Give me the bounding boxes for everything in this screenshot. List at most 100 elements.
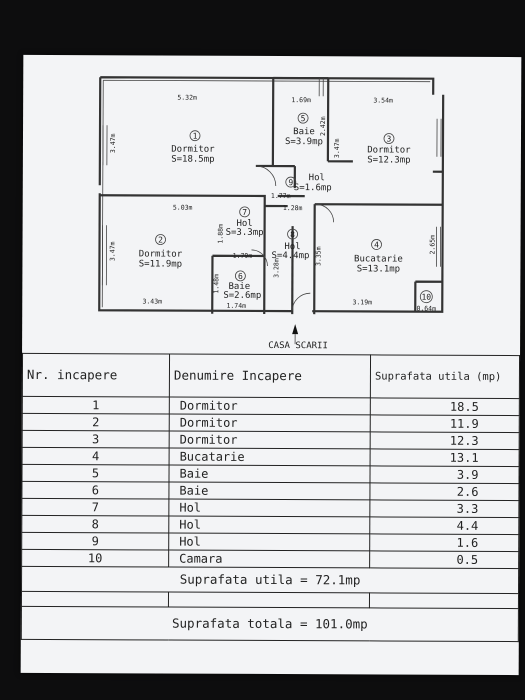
dim-label: 2.65m bbox=[428, 235, 436, 255]
room-1-label: 1 Dormitor S=18.5mp bbox=[171, 130, 215, 165]
cell-number: 8 bbox=[21, 515, 169, 534]
dim-label: 2.42m bbox=[319, 116, 327, 136]
dim-label: 1.77m bbox=[271, 192, 291, 200]
svg-text:Dormitor: Dormitor bbox=[367, 145, 411, 155]
svg-text:4: 4 bbox=[374, 240, 379, 249]
room-10-label: 10 bbox=[419, 290, 433, 304]
dim-label: 3.19m bbox=[352, 298, 372, 306]
cell-name: Hol bbox=[168, 499, 370, 517]
dim-label: 3.28m bbox=[272, 258, 280, 278]
svg-text:S=4.4mp: S=4.4mp bbox=[271, 251, 309, 261]
svg-text:Hol: Hol bbox=[309, 173, 325, 183]
total-area-row: Suprafata totala = 101.0mp bbox=[21, 606, 519, 642]
header-useful-area: Suprafata utila (mp) bbox=[370, 354, 520, 399]
svg-text:S=13.1mp: S=13.1mp bbox=[357, 264, 400, 274]
svg-text:S=3.9mp: S=3.9mp bbox=[285, 137, 323, 147]
svg-text:1: 1 bbox=[193, 132, 198, 141]
svg-text:8: 8 bbox=[290, 230, 295, 239]
svg-text:S=2.6mp: S=2.6mp bbox=[223, 291, 261, 301]
cell-number: 2 bbox=[22, 413, 170, 432]
entrance-label: CASA SCARII bbox=[268, 341, 328, 351]
svg-text:Baie: Baie bbox=[228, 282, 250, 292]
room-4-label: 4 Bucatarie S=13.1mp bbox=[354, 239, 403, 275]
dim-label: 3.47m bbox=[333, 138, 341, 158]
cell-number: 10 bbox=[21, 549, 169, 568]
room-9-label: 9 Hol S=1.6mp bbox=[285, 173, 332, 193]
dim-label: 3.47m bbox=[108, 241, 116, 261]
cell-area: 13.1 bbox=[370, 448, 520, 467]
svg-text:5: 5 bbox=[301, 114, 306, 123]
cell-name: Bucatarie bbox=[169, 448, 371, 466]
cell-name: Dormitor bbox=[169, 397, 371, 415]
cell-name: Hol bbox=[168, 533, 370, 551]
svg-text:S=12.3mp: S=12.3mp bbox=[367, 155, 410, 165]
svg-text:3: 3 bbox=[387, 135, 392, 144]
svg-text:S=11.9mp: S=11.9mp bbox=[139, 259, 182, 269]
cell-number: 1 bbox=[22, 396, 170, 415]
dim-label: 0.64m bbox=[416, 305, 436, 313]
cell-name: Dormitor bbox=[169, 431, 371, 449]
room-2-label: 2 Dormitor S=11.9mp bbox=[139, 234, 183, 270]
svg-text:7: 7 bbox=[242, 208, 247, 217]
cell-area: 3.3 bbox=[369, 499, 519, 518]
cell-area: 2.6 bbox=[369, 482, 519, 501]
room-6-label: 6 Baie S=2.6mp bbox=[223, 270, 261, 301]
useful-area-total: Suprafata utila = 72.1mp bbox=[21, 566, 519, 594]
svg-text:S=1.6mp: S=1.6mp bbox=[294, 183, 332, 193]
dim-label: 1.69m bbox=[291, 96, 311, 104]
svg-text:Baie: Baie bbox=[293, 127, 315, 137]
cell-area: 3.9 bbox=[369, 465, 520, 484]
room-8-label: 8 Hol S=4.4mp bbox=[271, 228, 309, 261]
dim-label: 3.47m bbox=[109, 133, 117, 153]
useful-area-row: Suprafata utila = 72.1mp bbox=[21, 566, 519, 594]
cell-number: 7 bbox=[21, 498, 169, 517]
cell-area: 12.3 bbox=[370, 431, 520, 450]
cell-number: 9 bbox=[21, 532, 169, 551]
svg-text:S=3.3mp: S=3.3mp bbox=[226, 228, 264, 238]
header-room-number: Nr. incapere bbox=[22, 353, 170, 398]
rooms-table: Nr. incapere Denumire Incapere Suprafata… bbox=[21, 353, 520, 655]
cell-area: 4.4 bbox=[369, 516, 519, 535]
cell-number: 3 bbox=[22, 430, 170, 449]
total-area: Suprafata totala = 101.0mp bbox=[21, 606, 519, 642]
dim-label: 3.35m bbox=[314, 246, 322, 266]
room-7-label: 7 Hol S=3.3mp bbox=[226, 206, 264, 238]
cell-area: 18.5 bbox=[370, 397, 520, 416]
cell-name: Baie bbox=[168, 482, 370, 500]
svg-text:Dormitor: Dormitor bbox=[139, 249, 183, 259]
dim-label: 3.54m bbox=[373, 96, 393, 104]
dim-label: 1.79m bbox=[233, 252, 253, 260]
svg-text:Bucatarie: Bucatarie bbox=[354, 254, 403, 264]
dim-label: 1.28m bbox=[283, 204, 303, 212]
cell-name: Dormitor bbox=[169, 414, 371, 432]
svg-text:2: 2 bbox=[158, 236, 163, 245]
cell-number: 4 bbox=[22, 447, 170, 466]
cell-number: 5 bbox=[21, 464, 170, 483]
room-3-label: 3 Dormitor S=12.3mp bbox=[367, 133, 411, 166]
svg-text:Hol: Hol bbox=[236, 219, 252, 229]
dim-label: 5.32m bbox=[177, 94, 197, 102]
svg-text:10: 10 bbox=[421, 293, 431, 302]
cell-area: 0.5 bbox=[369, 550, 519, 569]
dim-label: 5.03m bbox=[173, 204, 193, 212]
room-5-label: 5 Baie S=3.9mp bbox=[285, 112, 323, 147]
dim-label: 1.74m bbox=[226, 302, 246, 310]
dim-label: 1.88m bbox=[217, 224, 225, 244]
svg-text:Hol: Hol bbox=[284, 242, 300, 252]
floor-plan: 1 Dormitor S=18.5mp 2 Dormitor S=11.9mp … bbox=[98, 76, 445, 351]
svg-text:9: 9 bbox=[288, 178, 293, 187]
cell-name: Hol bbox=[168, 516, 370, 534]
table-header-row: Nr. incapere Denumire Incapere Suprafata… bbox=[22, 353, 520, 399]
cell-number: 6 bbox=[21, 481, 169, 500]
svg-text:6: 6 bbox=[238, 272, 243, 281]
